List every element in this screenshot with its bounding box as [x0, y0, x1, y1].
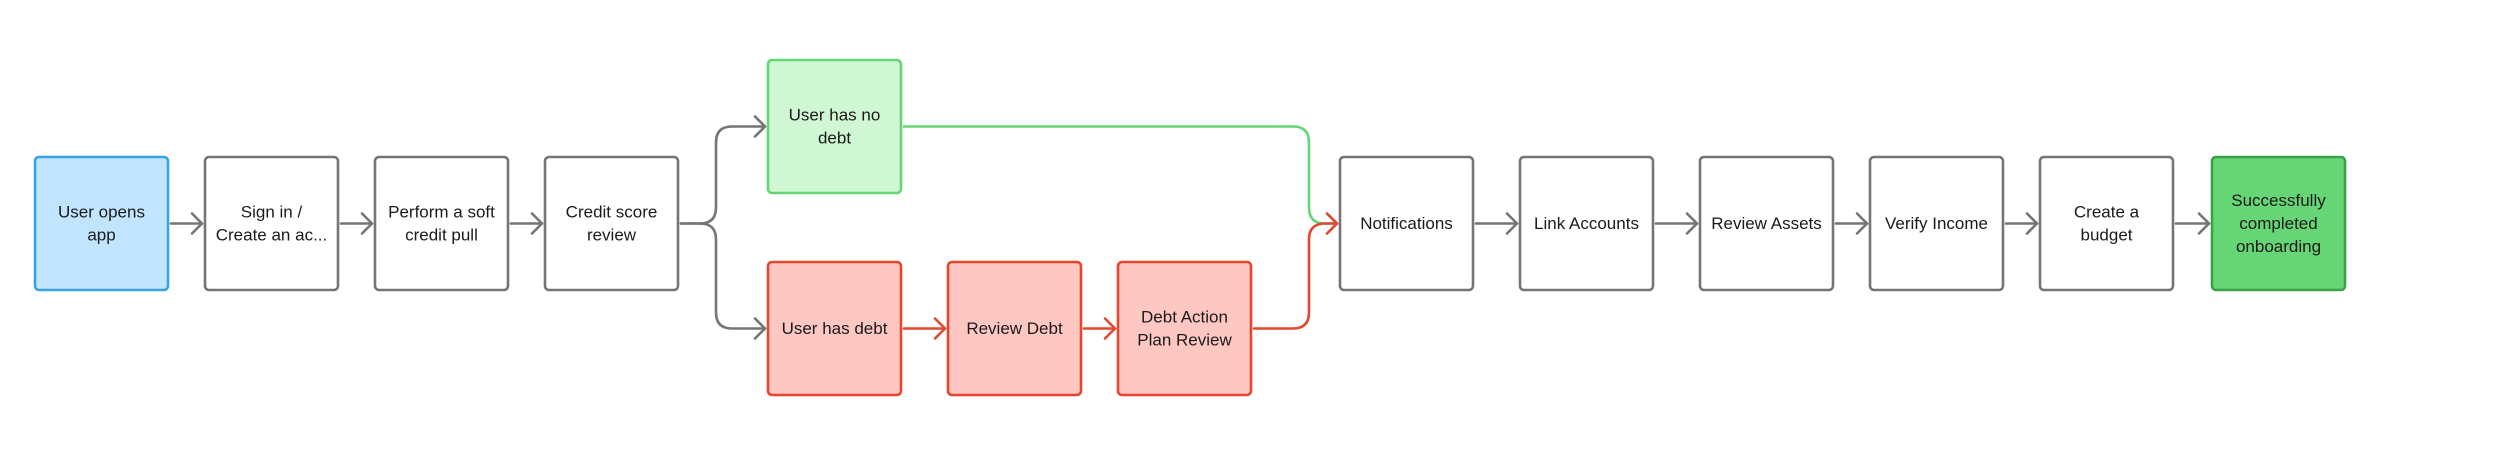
node-box — [766, 260, 903, 397]
arrowhead-icon — [1325, 212, 1339, 235]
arrowhead-icon — [753, 317, 767, 340]
node-label: credit pull — [405, 226, 478, 245]
node-soft-credit-pull: Perform a soft credit pull — [373, 155, 510, 292]
node-box — [946, 260, 1083, 397]
edge-user-has-debt-to-review-debt — [902, 317, 947, 340]
arrowhead-icon — [1103, 317, 1117, 340]
node-label: Verify Income — [1885, 214, 1988, 233]
node-label: review — [587, 226, 637, 245]
edge-verify-income-to-create-a-budget — [2004, 212, 2039, 235]
node-link-accounts: Link Accounts — [1518, 155, 1655, 292]
edge-debt-action-plan-review-to-notifications — [1252, 212, 1339, 330]
node-label: User opens — [58, 203, 145, 222]
node-box — [2210, 155, 2347, 292]
flow-edges — [169, 115, 2211, 340]
edge-credit-score-review-to-user-has-debt — [679, 222, 767, 340]
node-label: app — [87, 226, 115, 245]
edge-line — [679, 222, 767, 330]
node-box — [373, 155, 510, 292]
node-user-opens-app: User opens app — [33, 155, 170, 292]
edge-create-a-budget-to-successfully-completed-onboarding — [2174, 212, 2211, 235]
node-box — [1868, 155, 2005, 292]
node-review-debt: Review Debt — [946, 260, 1083, 397]
node-credit-score-review: Credit score review — [543, 155, 680, 292]
edge-line — [1252, 222, 1339, 330]
edge-line — [902, 125, 1339, 225]
node-label: Successfully — [2231, 191, 2326, 210]
edge-line — [679, 125, 767, 225]
node-label: User has no — [789, 106, 881, 125]
node-label: Review Assets — [1711, 214, 1822, 233]
edge-review-assets-to-verify-income — [1834, 212, 1869, 235]
flow-nodes: User opens app Sign in / Create an ac... Per… — [33, 58, 2347, 397]
node-user-has-no-debt: User has no debt — [766, 58, 903, 195]
node-label: Credit score — [566, 203, 658, 222]
node-box — [1338, 155, 1475, 292]
arrowhead-icon — [933, 317, 947, 340]
edge-link-accounts-to-review-assets — [1654, 212, 1699, 235]
arrowhead-icon — [1685, 212, 1699, 235]
arrowhead-icon — [360, 212, 374, 235]
node-user-has-debt: User has debt — [766, 260, 903, 397]
node-create-a-budget: Create a budget — [2038, 155, 2175, 292]
node-label: Notifications — [1360, 214, 1453, 233]
node-successfully-completed-onboarding: Successfully completed onboarding — [2210, 155, 2347, 292]
node-box — [543, 155, 680, 292]
node-label: onboarding — [2236, 237, 2321, 256]
arrowhead-icon — [1855, 212, 1869, 235]
arrowhead-icon — [1505, 212, 1519, 235]
node-label: Plan Review — [1137, 331, 1232, 350]
node-notifications: Notifications — [1338, 155, 1475, 292]
node-box — [1518, 155, 1655, 292]
node-box — [1698, 155, 1835, 292]
edge-credit-score-review-to-user-has-no-debt — [679, 115, 767, 225]
node-box — [2038, 155, 2175, 292]
node-label: User has debt — [782, 319, 888, 338]
node-box — [1116, 260, 1253, 397]
node-box — [766, 58, 903, 195]
node-sign-in: Sign in / Create an ac... — [203, 155, 340, 292]
node-label: Sign in / — [241, 203, 303, 222]
node-label: Create a — [2074, 203, 2140, 222]
node-box — [33, 155, 170, 292]
node-verify-income: Verify Income — [1868, 155, 2005, 292]
edge-notifications-to-link-accounts — [1474, 212, 1519, 235]
edge-soft-credit-pull-to-credit-score-review — [509, 212, 544, 235]
node-label: completed — [2239, 214, 2317, 233]
arrowhead-icon — [2025, 212, 2039, 235]
node-label: Debt Action — [1141, 308, 1228, 327]
edge-sign-in-to-soft-credit-pull — [339, 212, 374, 235]
edge-review-debt-to-debt-action-plan-review — [1082, 317, 1117, 340]
node-label: Perform a soft — [388, 203, 495, 222]
arrowhead-icon — [190, 212, 204, 235]
arrowhead-icon — [2197, 212, 2211, 235]
edge-user-has-no-debt-to-notifications — [902, 125, 1339, 235]
node-label: debt — [818, 129, 851, 148]
arrowhead-icon — [753, 115, 767, 138]
node-label: budget — [2081, 226, 2133, 245]
node-label: Review Debt — [966, 319, 1063, 338]
node-review-assets: Review Assets — [1698, 155, 1835, 292]
node-box — [203, 155, 340, 292]
node-label: Create an ac... — [216, 226, 328, 245]
node-label: Link Accounts — [1534, 214, 1639, 233]
arrowhead-icon — [530, 212, 544, 235]
edge-user-opens-app-to-sign-in — [169, 212, 204, 235]
